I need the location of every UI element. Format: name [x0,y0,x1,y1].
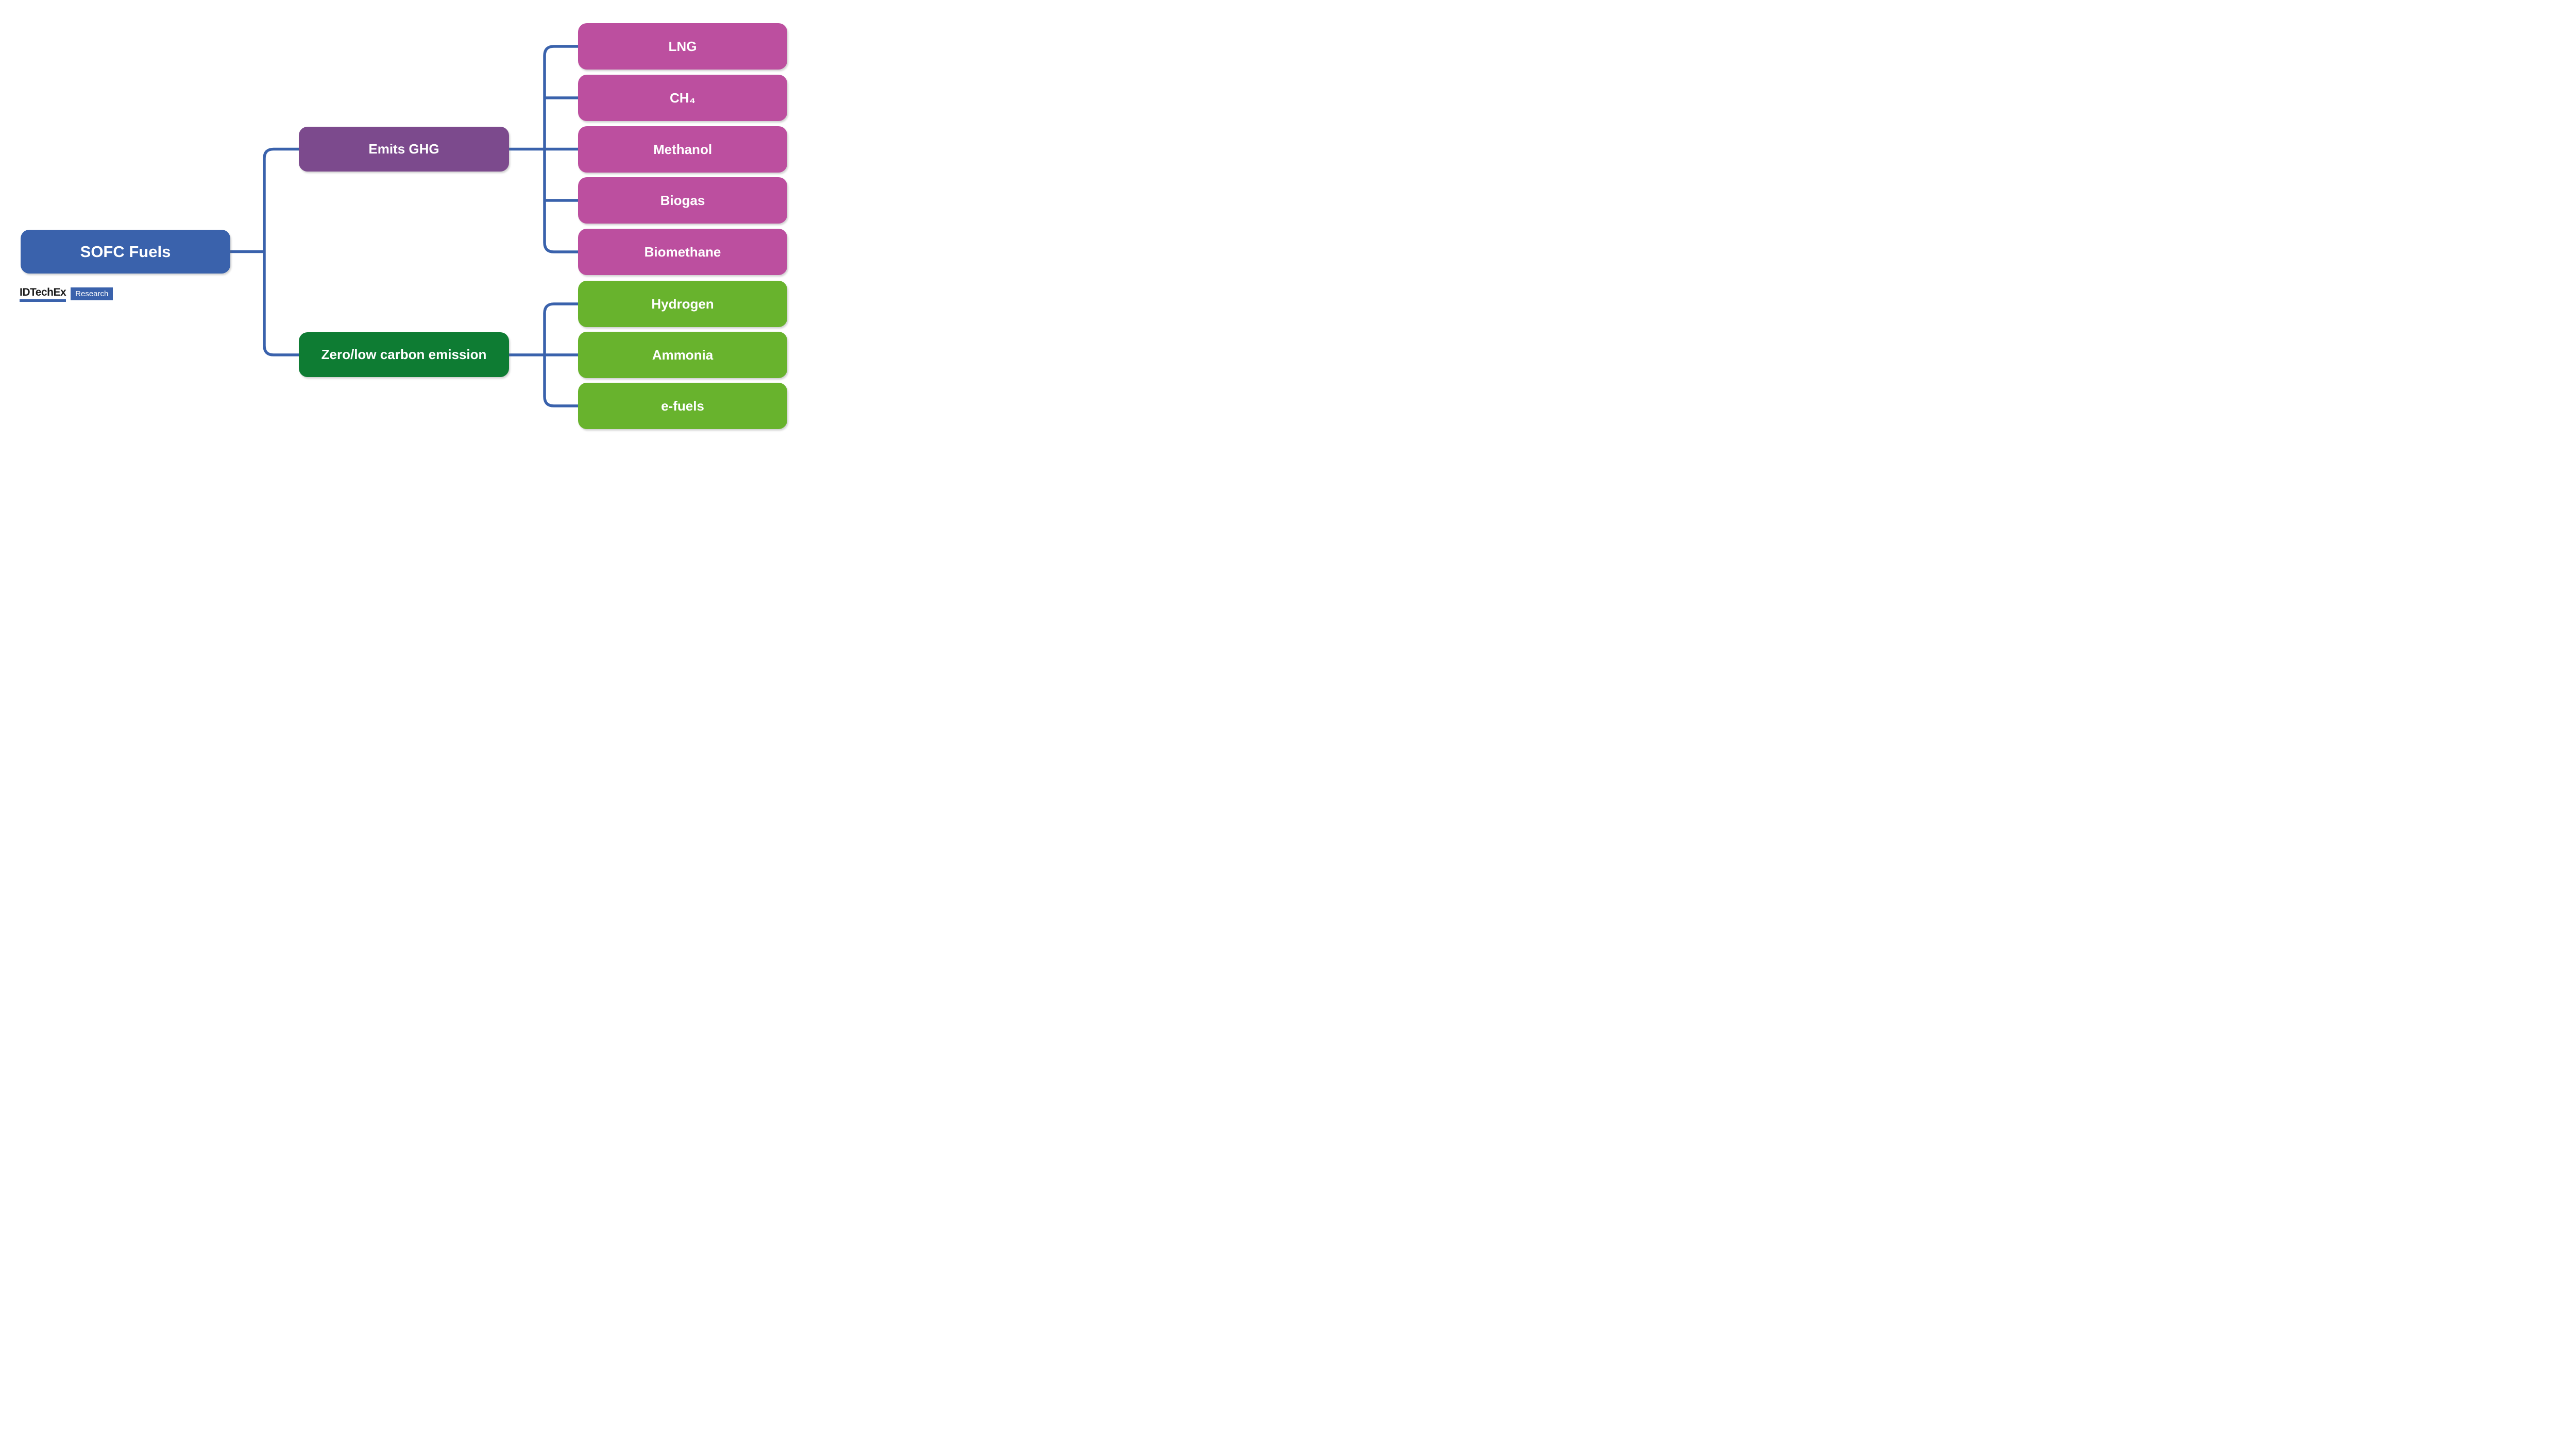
idtechex-logo: IDTechEx Research [20,287,113,302]
sofc-fuels-diagram: SOFC Fuels Emits GHG Zero/low carbon emi… [0,0,808,454]
node-ammonia: Ammonia [578,332,787,378]
connector-root-to-branches [230,147,299,356]
connector-lines [230,45,578,407]
node-sofc-fuels: SOFC Fuels [21,230,230,274]
node-methanol: Methanol [578,126,787,173]
node-emits-ghg: Emits GHG [299,127,509,172]
logo-research-badge: Research [71,287,113,300]
node-biomethane: Biomethane [578,229,787,275]
node-biogas: Biogas [578,177,787,224]
logo-underline-bar [20,299,66,302]
idtechex-wordmark-block: IDTechEx [20,287,66,302]
node-lng: LNG [578,23,787,70]
idtechex-wordmark: IDTechEx [20,286,66,298]
connector-zero-to-children [509,302,578,407]
node-ch4: CH₄ [578,75,787,121]
node-zero-low-carbon: Zero/low carbon emission [299,332,509,377]
connector-ghg-to-children [509,45,578,253]
node-e-fuels: e-fuels [578,383,787,429]
node-hydrogen: Hydrogen [578,281,787,327]
